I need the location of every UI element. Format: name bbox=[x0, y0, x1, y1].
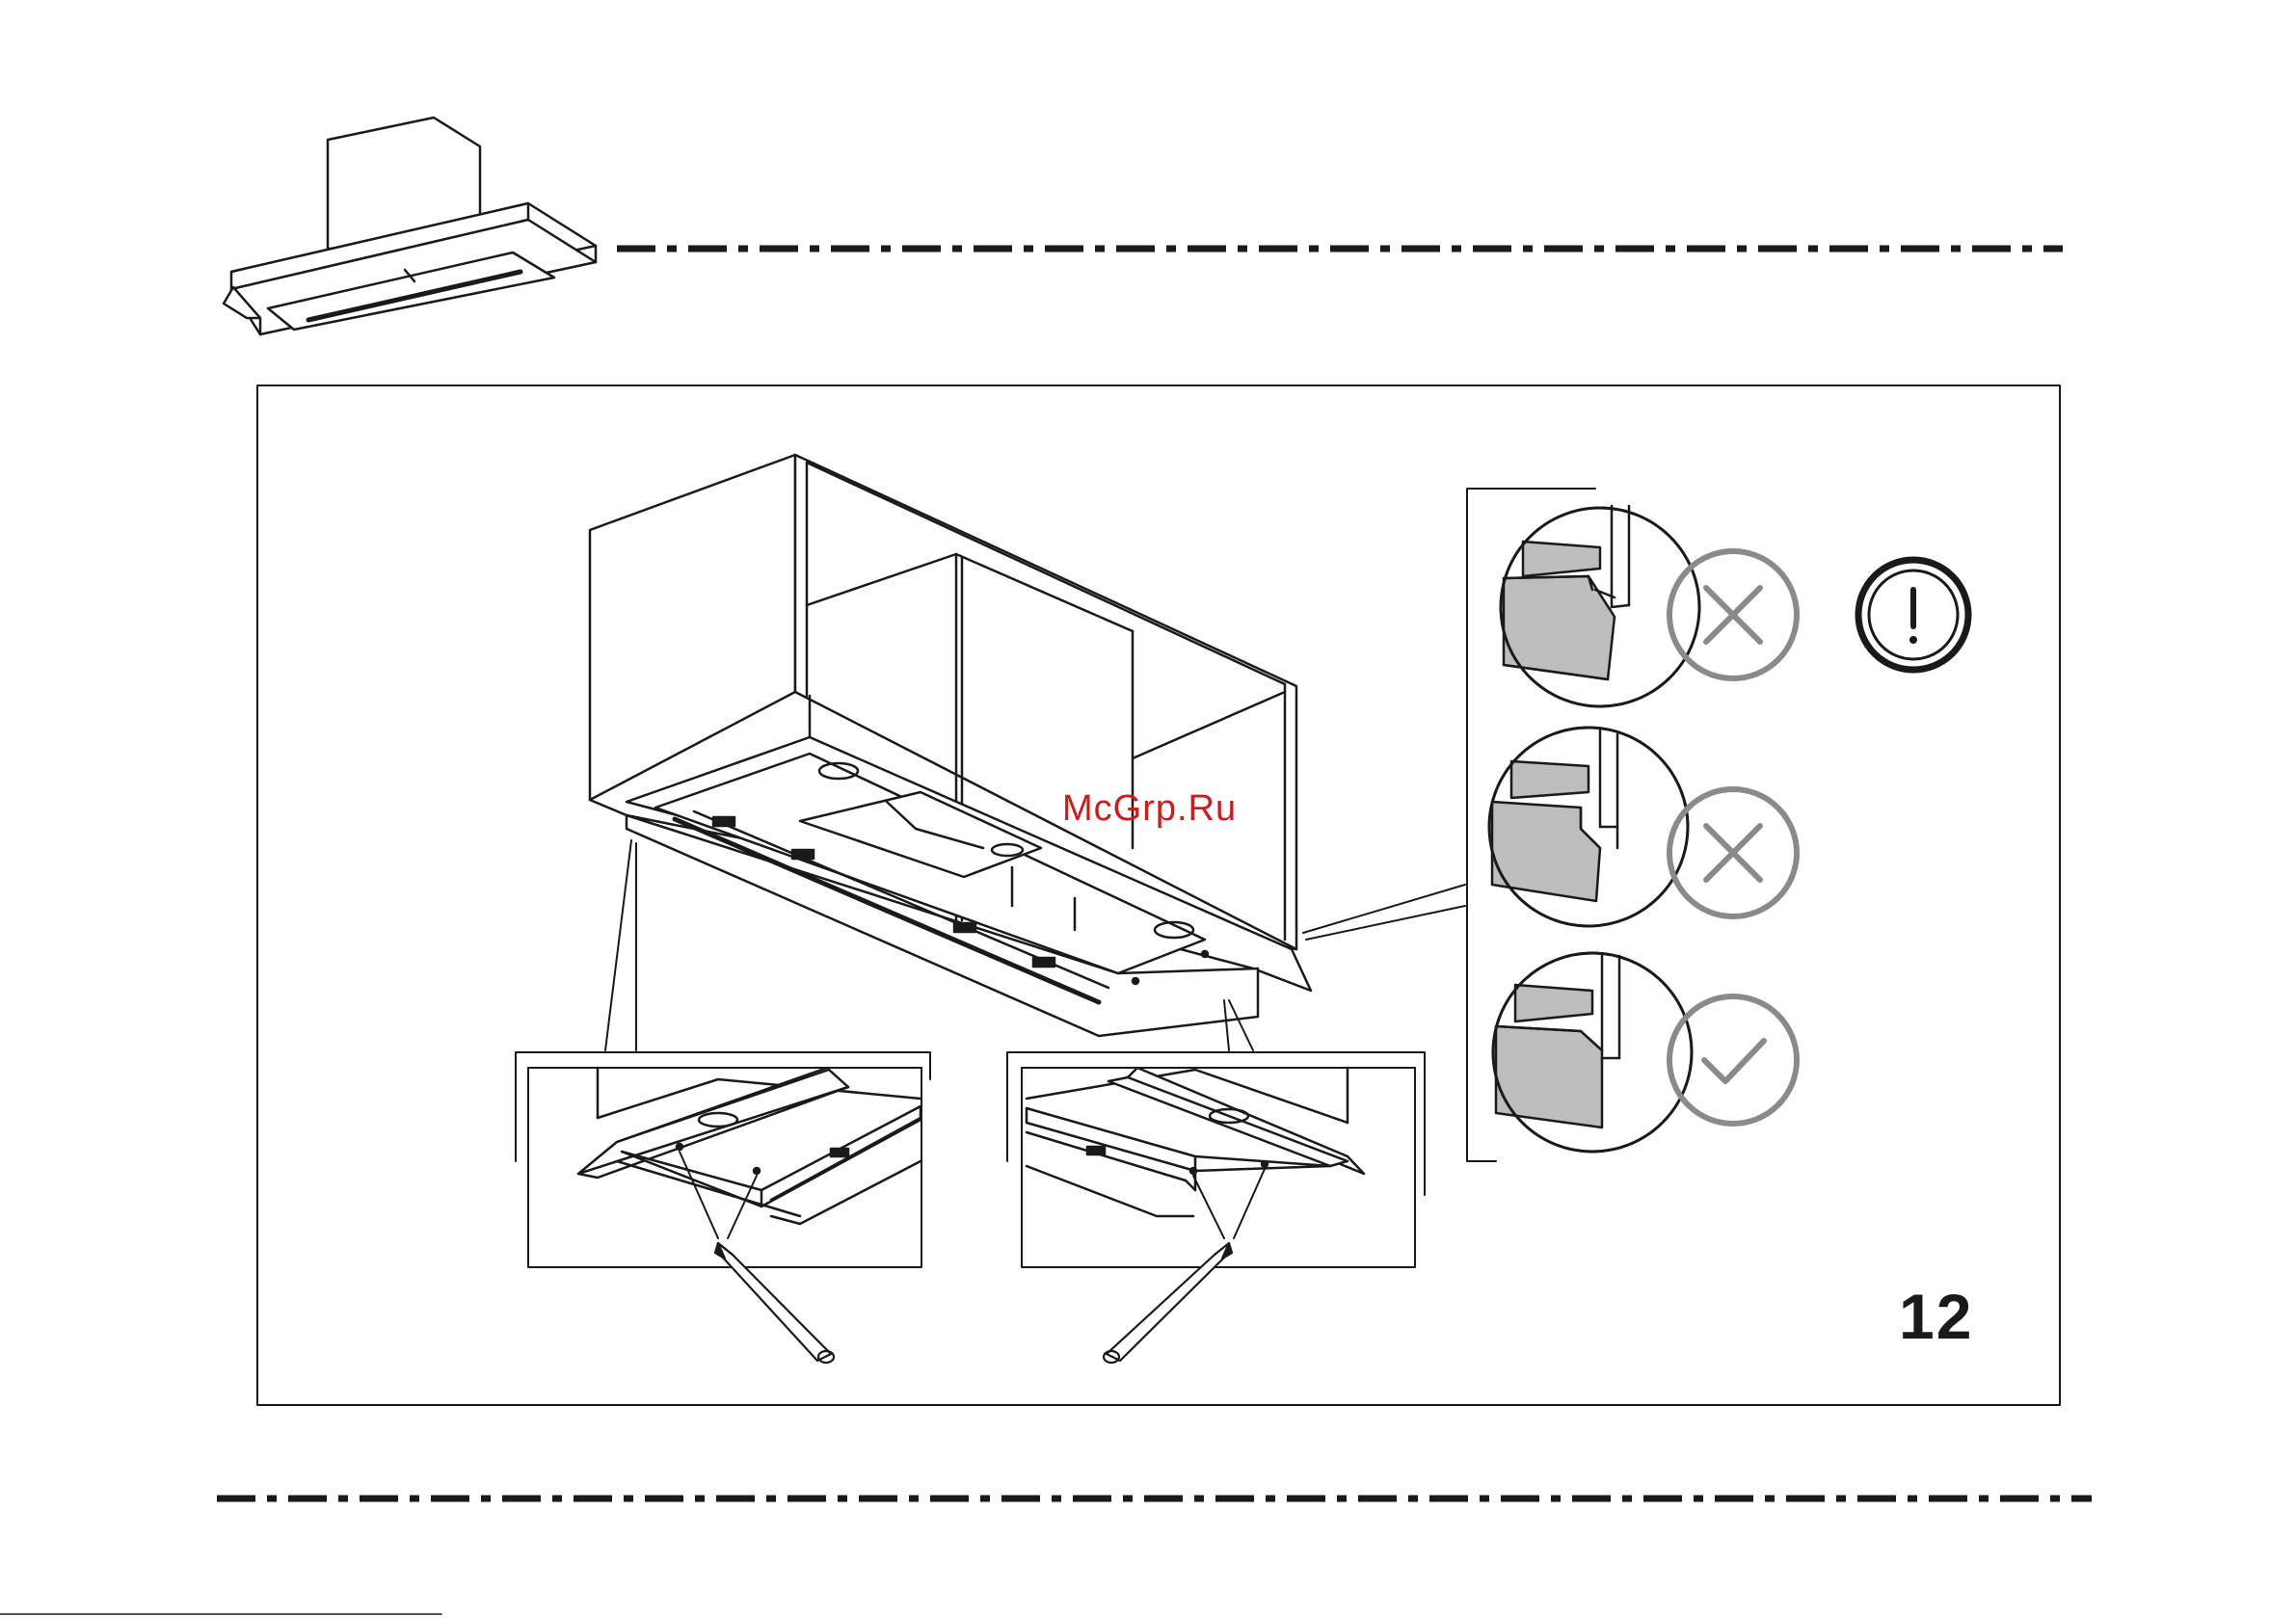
watermark-text: McGrp.Ru bbox=[1062, 788, 1237, 830]
inset-wrong-2 bbox=[1489, 728, 1688, 926]
cross-icon bbox=[1669, 789, 1797, 916]
front-panel-left-fixing-detail bbox=[516, 1052, 930, 1267]
inset-correct bbox=[1493, 953, 1692, 1152]
front-panel-right-fixing-detail bbox=[1007, 1052, 1425, 1267]
built-in-cooker-hood-icon bbox=[224, 118, 596, 334]
hood-installed-in-cabinet bbox=[590, 455, 1311, 1036]
step-number: 12 bbox=[1899, 1280, 1973, 1353]
exclamation-icon bbox=[1858, 560, 1968, 670]
